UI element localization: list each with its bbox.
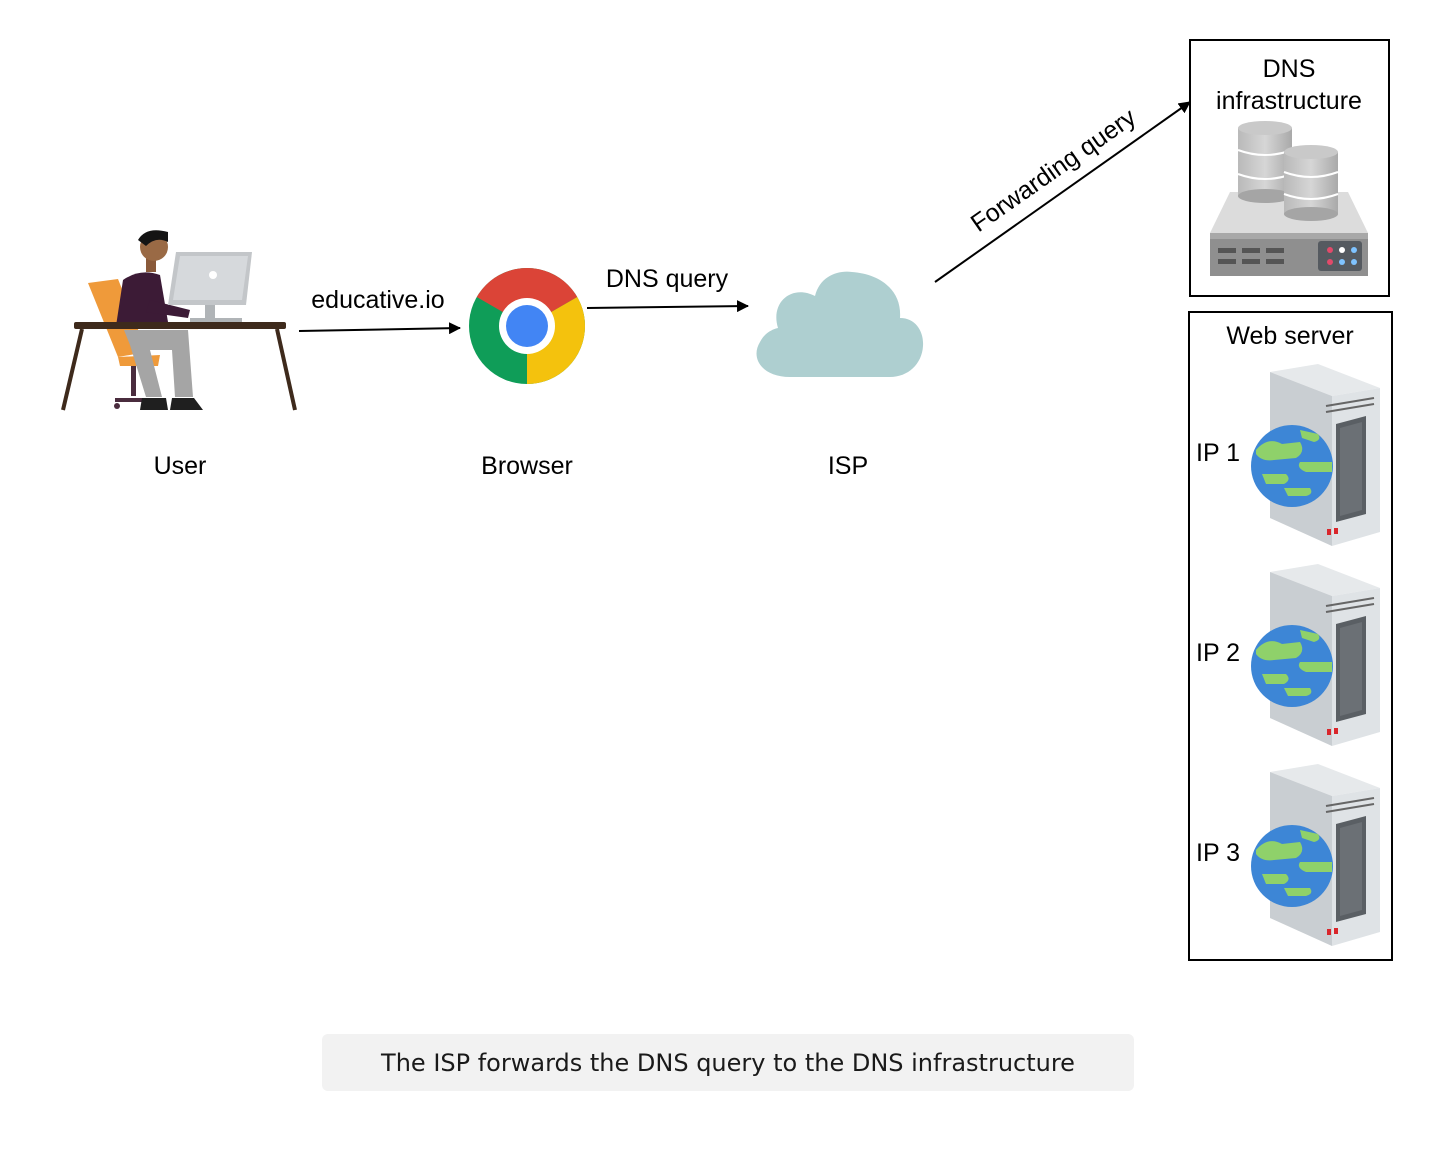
server-list: IP 1 IP 2 IP 3 — [1196, 364, 1380, 946]
isp-label: ISP — [828, 452, 868, 480]
edge-label-forwarding-query: Forwarding query — [966, 103, 1142, 238]
edge-user-to-browser: educative.io — [298, 286, 461, 335]
browser-node: Browser — [469, 267, 586, 480]
web-server-3: IP 3 — [1196, 764, 1380, 946]
web-server-globe-icon — [1251, 564, 1380, 746]
database-server-icon — [1210, 121, 1368, 276]
user-label: User — [154, 452, 207, 480]
web-server-1: IP 1 — [1196, 364, 1380, 546]
person-at-desk-icon — [61, 230, 297, 411]
dns-infrastructure-node: DNS infrastructure — [1189, 39, 1390, 297]
arrow-browser-to-isp — [586, 300, 749, 313]
web-server-title: Web server — [1226, 322, 1353, 350]
edge-label-educative: educative.io — [311, 286, 444, 314]
edge-browser-to-isp: DNS query — [586, 265, 749, 313]
web-server-globe-icon — [1251, 764, 1380, 946]
dns-infrastructure-box — [1189, 39, 1390, 297]
arrow-user-to-browser — [298, 322, 461, 335]
caption-box: The ISP forwards the DNS query to the DN… — [322, 1034, 1134, 1091]
web-server-globe-icon — [1251, 364, 1380, 546]
browser-label: Browser — [481, 452, 573, 480]
web-server-box — [1188, 311, 1393, 961]
dns-title-line1: DNS — [1263, 55, 1316, 83]
web-server-2: IP 2 — [1196, 564, 1380, 746]
dns-title-line2: infrastructure — [1216, 87, 1362, 115]
server-ip-label: IP 1 — [1196, 439, 1240, 467]
isp-node: ISP — [756, 271, 924, 480]
server-ip-label: IP 3 — [1196, 839, 1240, 867]
arrow-isp-to-dns — [934, 101, 1191, 283]
edge-label-dns-query: DNS query — [606, 265, 729, 293]
user-node: User — [61, 230, 297, 480]
web-server-node: Web server IP 1 IP 2 IP 3 — [1188, 311, 1393, 961]
server-ip-label: IP 2 — [1196, 639, 1240, 667]
chrome-icon — [469, 267, 586, 384]
caption-text: The ISP forwards the DNS query to the DN… — [381, 1048, 1075, 1077]
edge-isp-to-dns: Forwarding query — [934, 101, 1191, 283]
cloud-icon — [756, 271, 924, 377]
